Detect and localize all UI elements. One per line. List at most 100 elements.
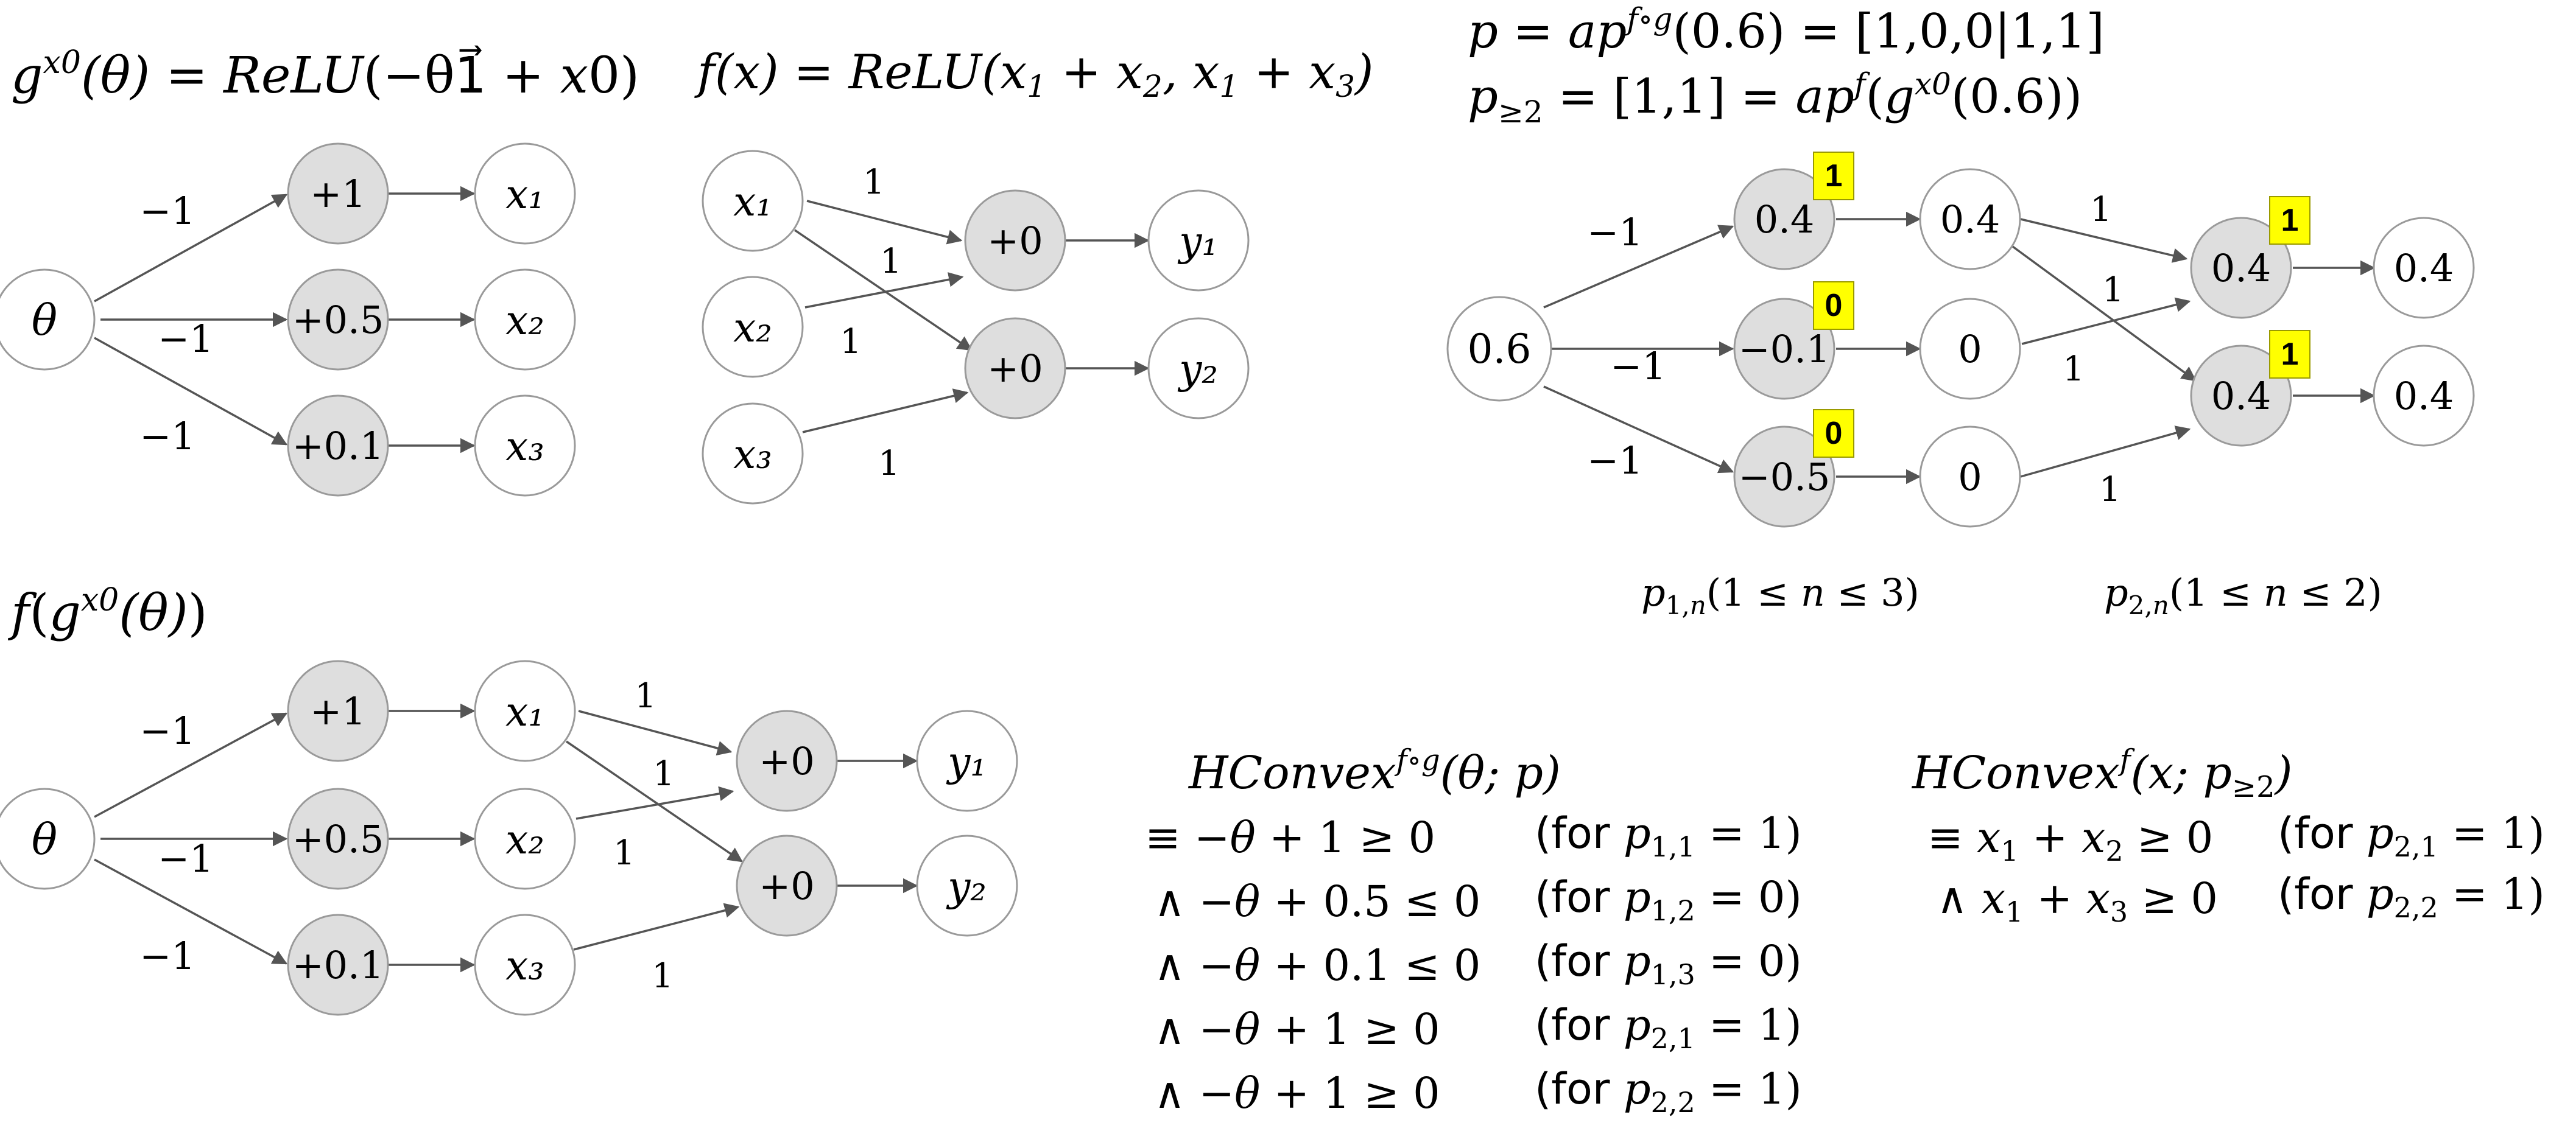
g-title: gx0(θ) = ReLU(−θ1⃗ + x0): [11, 44, 639, 105]
f-y2-label: y₂: [1177, 346, 1218, 393]
g-x2-node: [474, 268, 576, 371]
f-weight-x1-h2: 1: [880, 242, 902, 281]
eval-flag-b1: 1: [2281, 203, 2299, 238]
f-x1-label: x₁: [733, 178, 772, 225]
eval-weight-r1-b1: 1: [2090, 190, 2112, 229]
eval-layer2-node-1: [2190, 217, 2292, 319]
eval-relu-node-3: [1919, 425, 2021, 528]
fg-hidden-bias-1: +1: [310, 689, 365, 734]
eval-relu-node-2: [1919, 298, 2021, 400]
f-x1-node: [702, 150, 804, 252]
eval-layer2-value-1: 0.4: [2211, 246, 2272, 290]
fg-x2-label: x₂: [505, 816, 544, 863]
eval-caption-layer2: p2,n(1 ≤ n ≤ 2): [2104, 570, 2382, 620]
eval-layer2-value-2: 0.4: [2211, 374, 2272, 418]
fg-weight-1: −1: [139, 709, 195, 753]
fg-weight-3: −1: [139, 934, 195, 978]
hconvex-f-cond-1: (for p2,1 = 1): [2278, 808, 2545, 863]
eval-input-node: [1446, 296, 1552, 402]
eval-weight-1: −1: [1587, 210, 1642, 254]
g-hidden-node-1: [287, 142, 389, 245]
fg-y1-label: y₁: [946, 738, 987, 785]
g-hidden-bias-3: +0.1: [292, 424, 384, 468]
fg-f-hidden-node-1: [736, 710, 838, 812]
eval-output-value-1: 0.4: [2394, 246, 2454, 290]
fg-hidden-bias-3: +0.1: [292, 943, 384, 987]
fg-weight-x1-k1: 1: [635, 676, 656, 716]
g-hidden-bias-2: +0.5: [292, 298, 384, 342]
fg-title: f(gx0(θ)): [7, 582, 208, 642]
hconvex-f-title: HConvexf(x; p≥2): [1911, 743, 2293, 804]
f-y1-label: y₁: [1177, 218, 1218, 265]
g-theta-node: [0, 268, 96, 371]
fg-weight-2: −1: [158, 836, 213, 881]
hconvex-f-expr-2: ∧ x1 + x3 ≥ 0: [1937, 874, 2218, 928]
f-x2-label: x₂: [733, 304, 772, 351]
f-hidden-node-2: [964, 317, 1066, 419]
g-weight-1: −1: [139, 189, 195, 233]
fg-theta-label: θ: [32, 814, 57, 864]
hconvex-fg-cond-1: (for p1,1 = 1): [1535, 808, 1802, 863]
eval-output-node-1: [2373, 217, 2475, 319]
fg-x1-node: [474, 660, 576, 762]
g-theta-label: θ: [32, 295, 57, 345]
g-weight-3: −1: [139, 414, 195, 458]
eval-caption-layer1: p1,n(1 ≤ n ≤ 3): [1641, 570, 1920, 620]
eval-flag-box-a3: [1813, 409, 1854, 458]
eval-layer1-value-3: −0.5: [1739, 455, 1831, 499]
f-weight-x1-h1: 1: [863, 163, 885, 202]
eval-weight-r3-b2: 1: [2099, 470, 2121, 509]
eval-flag-box-b1: [2269, 196, 2310, 245]
g-hidden-node-3: [287, 394, 389, 497]
hconvex-fg-cond-4: (for p2,1 = 1): [1535, 1000, 1802, 1055]
eval-weight-r2-b1: 1: [2063, 349, 2085, 389]
p-title-line1: p = apf∘g(0.6) = [1,0,0|1,1]: [1468, 1, 2105, 59]
g-x3-node: [474, 394, 576, 497]
diagram-fg: θ +1 +0.5 +0.1 x₁ x₂ x₃ +0 +0 y₁ y₂ −1 −…: [0, 660, 1018, 1016]
f-hidden-bias-1: +0: [987, 219, 1043, 263]
diagram-eval: 0.6 0.4 −0.1 −0.5 1 0 0 0.4 0 0 0.4 0.4 …: [1446, 152, 2475, 528]
svg-text:p2,n(1 ≤ n ≤ 2): p2,n(1 ≤ n ≤ 2): [2104, 570, 2382, 620]
fg-theta-node: [0, 788, 96, 890]
hconvex-fg-expr-3: ∧ −θ + 0.1 ≤ 0: [1154, 940, 1480, 990]
f-x3-node: [702, 402, 804, 505]
f-title: f(x) = ReLU(x1 + x2, x1 + x3): [694, 45, 1373, 104]
f-y2-node: [1147, 317, 1250, 419]
g-hidden-bias-1: +1: [310, 172, 365, 216]
eval-flag-a1: 1: [1825, 158, 1843, 194]
fg-hidden-bias-2: +0.5: [292, 817, 384, 861]
fg-weight-x3-k2: 1: [652, 956, 674, 996]
eval-layer1-node-2: [1733, 298, 1835, 400]
p-title-line2: p≥2 = [1,1] = apf(gx0(0.6)): [1468, 66, 2082, 130]
eval-input-value: 0.6: [1468, 326, 1532, 373]
fg-hidden-node-3: [287, 914, 389, 1016]
fg-x1-label: x₁: [505, 688, 544, 735]
hconvex-fg-title: HConvexf∘g(θ; p): [1188, 743, 1561, 799]
hconvex-fg-expr-4: ∧ −θ + 1 ≥ 0: [1154, 1004, 1440, 1054]
eval-flag-box-a2: [1813, 281, 1854, 330]
eval-weight-r1-b2: 1: [2102, 270, 2124, 310]
g-x1-node: [474, 142, 576, 245]
hconvex-fg-cond-5: (for p2,2 = 1): [1535, 1064, 1802, 1119]
fg-f-hidden-bias-2: +0: [759, 864, 814, 908]
eval-weight-2: −1: [1610, 344, 1666, 388]
eval-output-value-2: 0.4: [2394, 374, 2454, 418]
eval-output-node-2: [2373, 345, 2475, 447]
hconvex-f-rows: ≡ x1 + x2 ≥ 0 ∧ x1 + x3 ≥ 0 (for p2,1 = …: [1927, 808, 2545, 928]
f-x2-node: [702, 276, 804, 378]
fg-hidden-node-2: [287, 788, 389, 890]
eval-flag-box-b2: [2269, 330, 2310, 379]
svg-text:HConvexf∘g(θ; p): HConvexf∘g(θ; p): [1188, 743, 1561, 799]
hconvex-fg-cond-3: (for p1,3 = 0): [1535, 936, 1802, 991]
eval-layer1-value-2: −0.1: [1739, 327, 1831, 371]
g-hidden-node-2: [287, 268, 389, 371]
g-x2-label: x₂: [505, 297, 544, 344]
svg-text:f(x) = ReLU(x1 + x2, x1 + x3): f(x) = ReLU(x1 + x2, x1 + x3): [694, 45, 1373, 104]
hconvex-fg-expr-5: ∧ −θ + 1 ≥ 0: [1154, 1068, 1440, 1118]
g-weight-2: −1: [158, 317, 213, 361]
eval-relu-value-1: 0.4: [1940, 197, 2001, 242]
eval-relu-node-1: [1919, 168, 2021, 270]
eval-flag-box-a1: [1813, 152, 1854, 200]
f-y1-node: [1147, 189, 1250, 292]
